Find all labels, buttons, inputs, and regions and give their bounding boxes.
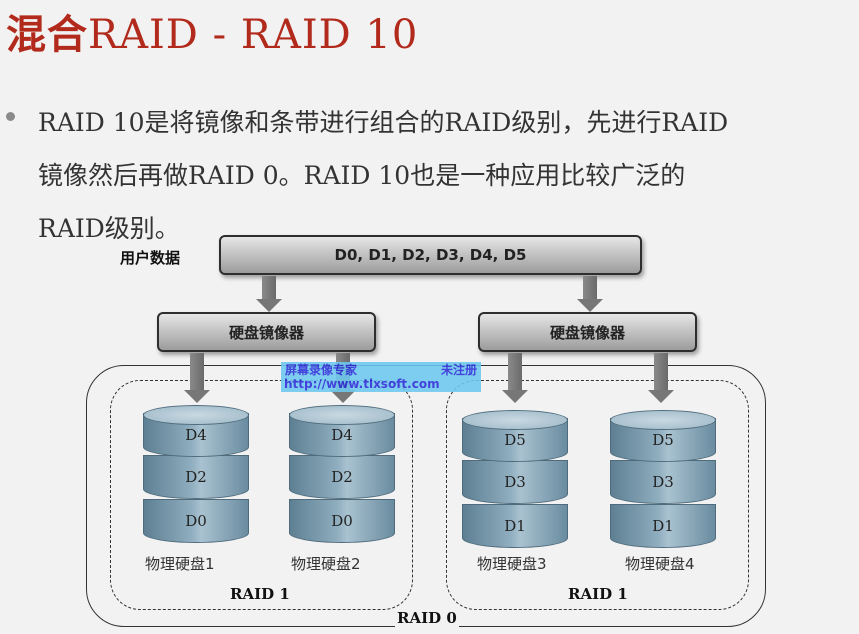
title-en: RAID - RAID 10 <box>88 12 419 58</box>
description-line-1: RAID 10是将镜像和条带进行组合的RAID级别，先进行RAID <box>38 108 729 137</box>
description-paragraph: RAID 10是将镜像和条带进行组合的RAID级别，先进行RAID 镜像然后再做… <box>38 96 853 255</box>
arrow-down-icon <box>256 276 282 312</box>
user-data-label: 用户数据 <box>120 249 181 267</box>
description-line-3: RAID级别。 <box>38 214 180 243</box>
raid1-group-right <box>446 380 749 610</box>
user-data-bar: D0, D1, D2, D3, D4, D5 <box>219 235 642 275</box>
disk-label-4: 物理硬盘4 <box>625 555 695 573</box>
disk-block: D2 <box>289 455 395 499</box>
disk-block: D0 <box>143 499 249 543</box>
mirror-right: 硬盘镜像器 <box>478 312 697 352</box>
physical-disk-3: D1 D3 D5 <box>462 410 568 550</box>
watermark-url: http://www.tlxsoft.com <box>284 377 440 391</box>
disk-block: D3 <box>462 460 568 504</box>
arrow-down-icon <box>648 353 674 403</box>
watermark-banner: 屏幕录像专家 未注册 http://www.tlxsoft.com <box>281 362 481 392</box>
disk-label-3: 物理硬盘3 <box>477 555 547 573</box>
mirror-left: 硬盘镜像器 <box>157 312 376 352</box>
disk-block: D2 <box>143 455 249 499</box>
physical-disk-4: D1 D3 D5 <box>610 410 716 550</box>
raid0-label: RAID 0 <box>395 609 459 627</box>
description-line-2: 镜像然后再做RAID 0。RAID 10也是一种应用比较广泛的 <box>38 161 686 190</box>
disk-block: D3 <box>610 460 716 504</box>
watermark-name: 屏幕录像专家 <box>285 363 358 377</box>
raid1-group-left <box>110 380 413 610</box>
physical-disk-2: D0 D2 D4 <box>289 405 395 545</box>
arrow-down-icon <box>502 353 528 403</box>
disk-block: D0 <box>289 499 395 543</box>
watermark-status: 未注册 <box>440 363 477 377</box>
raid1-label-right: RAID 1 <box>566 585 630 603</box>
physical-disk-1: D0 D2 D4 <box>143 405 249 545</box>
disk-label-2: 物理硬盘2 <box>291 555 361 573</box>
raid1-label-left: RAID 1 <box>228 585 292 603</box>
bullet-dot <box>6 112 15 121</box>
arrow-down-icon <box>184 353 210 403</box>
disk-label-1: 物理硬盘1 <box>145 555 215 573</box>
disk-block: D1 <box>462 504 568 548</box>
arrow-down-icon <box>577 276 603 312</box>
disk-block: D1 <box>610 504 716 548</box>
slide-title: 混合RAID - RAID 10 <box>6 2 418 60</box>
title-cn: 混合 <box>6 12 88 58</box>
